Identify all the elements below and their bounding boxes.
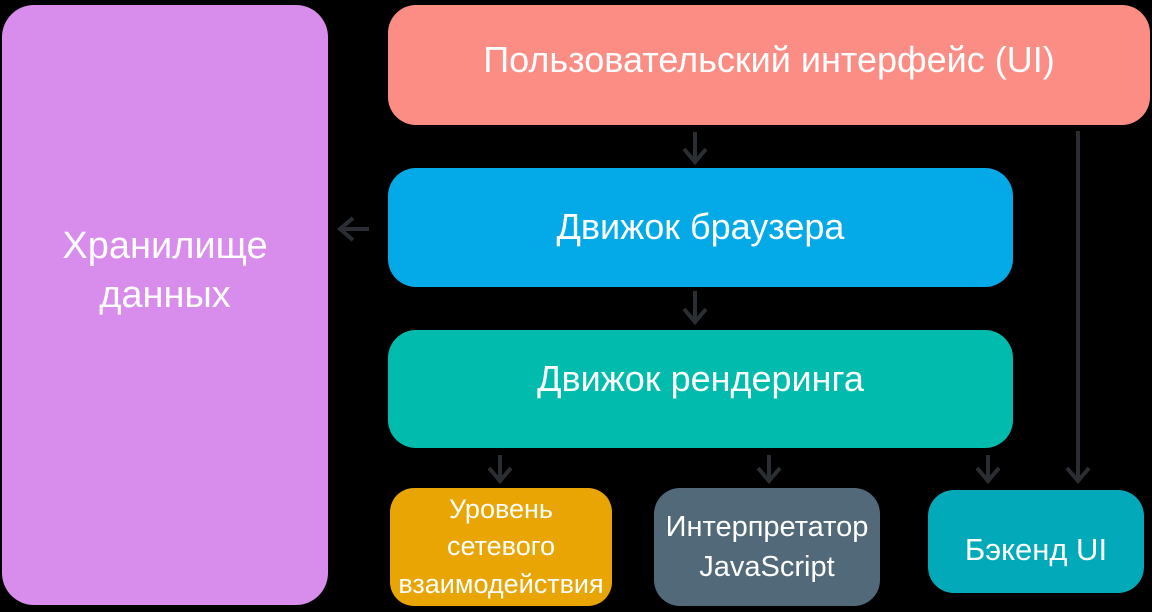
- arrow-browser-engine-to-storage-icon: [336, 216, 369, 242]
- arrow-ui-to-browser-engine-icon: [682, 132, 708, 166]
- node-network-layer-label: Уровень сетевого взаимодействия: [398, 494, 604, 599]
- node-browser-engine-label: Движок браузера: [556, 206, 845, 248]
- node-ui-backend-label: Бэкенд UI: [964, 531, 1108, 567]
- node-network-layer: Уровень сетевого взаимодействия: [390, 488, 612, 606]
- arrow-ui-to-ui-backend-icon: [1065, 131, 1091, 485]
- arrow-browser-engine-to-rendering-engine-icon: [682, 291, 708, 326]
- node-rendering-engine-label: Движок рендеринга: [537, 357, 864, 399]
- node-data-storage: Хранилище данных: [2, 5, 328, 605]
- arrow-rendering-engine-to-ui-backend-icon: [975, 455, 1001, 485]
- node-js-interpreter-label: Интерпретатор JavaScript: [665, 510, 869, 583]
- arrow-rendering-engine-to-js-interpreter-icon: [756, 455, 782, 485]
- node-user-interface: Пользовательский интерфейс (UI): [388, 5, 1150, 125]
- node-rendering-engine: Движок рендеринга: [388, 330, 1013, 448]
- node-user-interface-label: Пользовательский интерфейс (UI): [483, 38, 1055, 80]
- node-js-interpreter: Интерпретатор JavaScript: [654, 488, 880, 606]
- arrow-rendering-engine-to-network-layer-icon: [487, 455, 513, 485]
- node-data-storage-label: Хранилище данных: [62, 224, 268, 316]
- node-browser-engine: Движок браузера: [388, 168, 1013, 287]
- node-ui-backend: Бэкенд UI: [928, 490, 1144, 593]
